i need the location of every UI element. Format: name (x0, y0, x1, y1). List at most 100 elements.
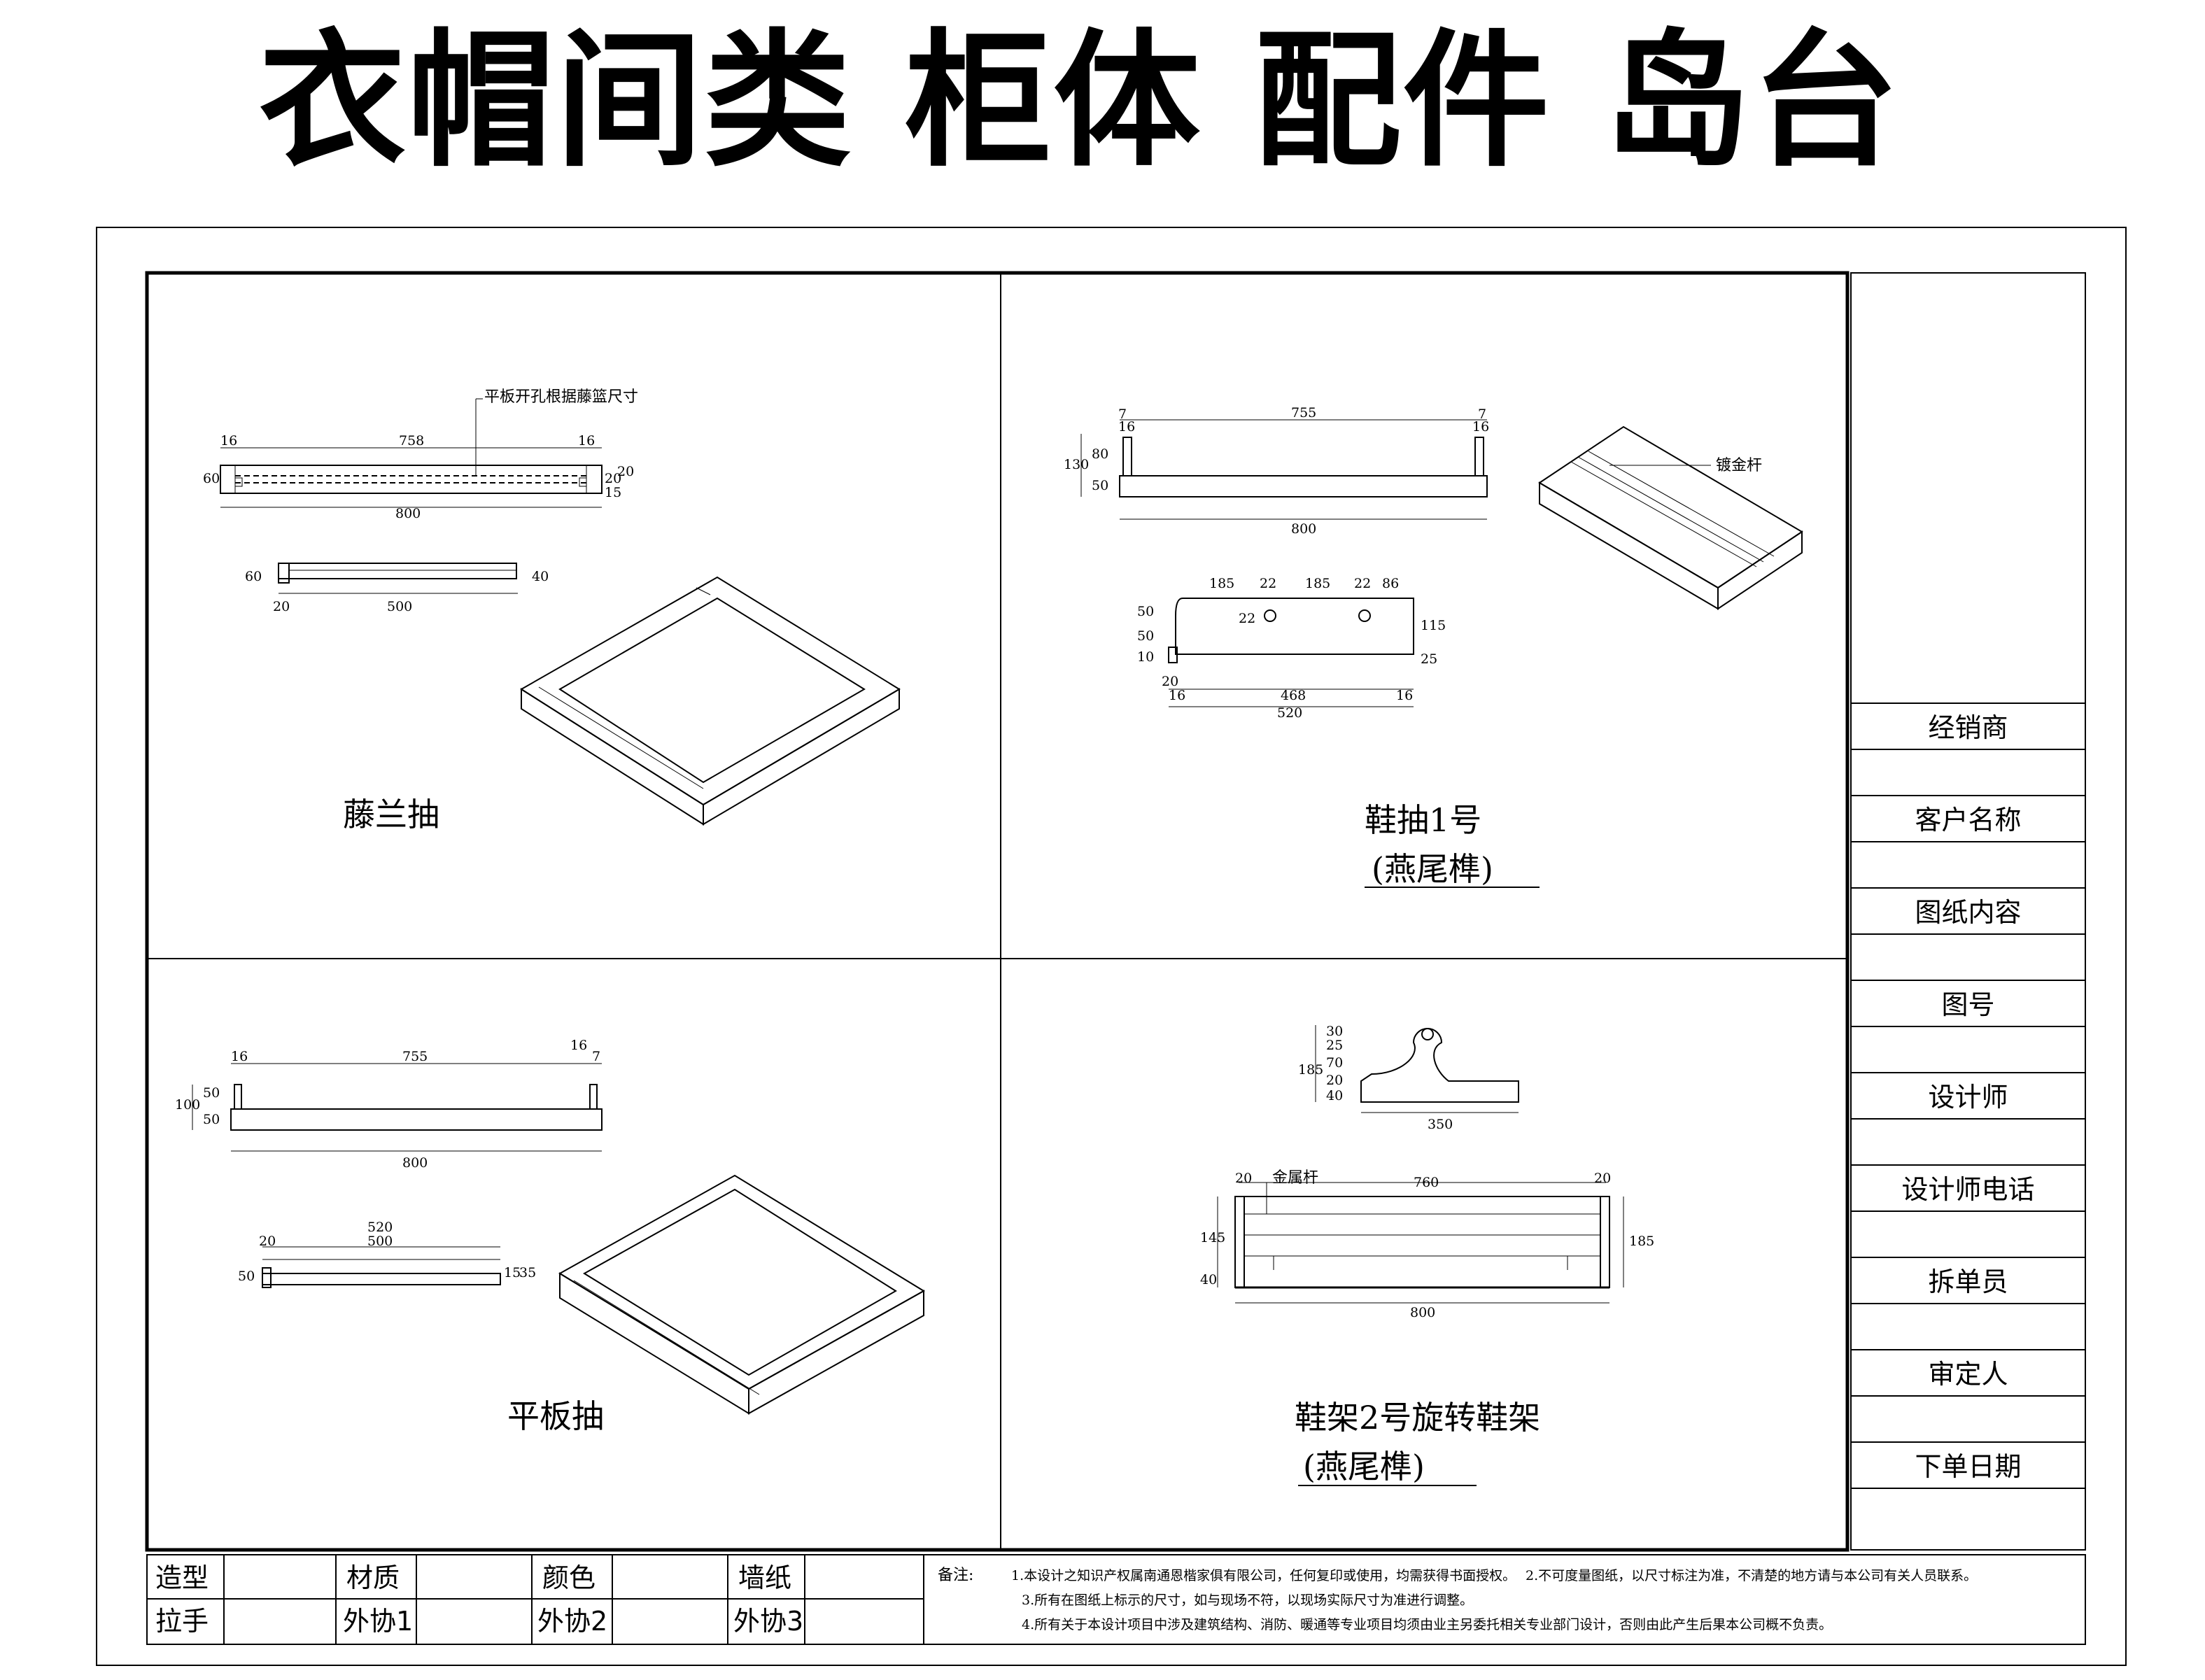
shoe1-dim: 22 (1260, 576, 1276, 591)
rattan-caption: 藤兰抽 (343, 796, 439, 833)
panel-flat-labels: 16 755 16 7 100 50 50 800 520 20 500 50 … (175, 1038, 604, 1435)
shoe1-dim: 7 (1118, 407, 1127, 422)
table-cell: 墙纸 (738, 1562, 791, 1593)
rattan-dim: 40 (532, 569, 549, 584)
title-block-frame (1850, 272, 2086, 1551)
title-block-field-label: 图号 (1941, 989, 1994, 1020)
shoe2-dim: 185 (1298, 1062, 1323, 1078)
table-cell: 造型 (155, 1562, 209, 1593)
shoe2-dim: 20 (1594, 1171, 1611, 1186)
shoe1-dim: 16 (1169, 688, 1185, 703)
shoe1-dim: 20 (1162, 674, 1178, 689)
shoe2-dim: 40 (1200, 1272, 1217, 1287)
rattan-dim: 16 (220, 433, 237, 449)
shoe1-subcaption: (燕尾榫) (1372, 850, 1493, 888)
notes: 备注: 1.本设计之知识产权属南通恩楷家俱有限公司，任何复印或使用，均需获得书面… (938, 1567, 1977, 1632)
rattan-dim: 20 (605, 471, 621, 486)
rattan-dim: 758 (399, 433, 424, 449)
shoe1-dim: 22 (1239, 611, 1255, 626)
shoe2-dim: 30 (1326, 1024, 1343, 1039)
table-cell: 外协1 (343, 1606, 413, 1637)
title-block-field-label: 下单日期 (1915, 1451, 2021, 1482)
table-cell: 外协2 (537, 1606, 607, 1637)
shoe2-dim: 145 (1200, 1230, 1225, 1245)
shoe2-dim: 185 (1629, 1234, 1654, 1249)
rattan-dim: 15 (605, 485, 621, 500)
table-cell: 拉手 (155, 1606, 209, 1637)
shoe2-rod-label: 金属杆 (1272, 1169, 1318, 1187)
drawing-frame (145, 271, 1850, 1552)
title-block-field-label: 审定人 (1928, 1359, 2008, 1390)
shoe2-dim: 20 (1235, 1171, 1252, 1186)
shoe1-dim: 16 (1118, 419, 1135, 435)
flat-dim: 7 (592, 1049, 600, 1064)
shoe2-dim: 760 (1414, 1175, 1439, 1190)
note-line: 3.所有在图纸上标示的尺寸，如与现场不符，以现场实际尺寸为准进行调整。 (1022, 1593, 1473, 1608)
rattan-dim: 20 (273, 599, 290, 614)
title-block-field-label: 拆单员 (1928, 1266, 2008, 1297)
flat-dim: 100 (175, 1097, 200, 1113)
shoe2-subcaption: (燕尾榫) (1303, 1448, 1425, 1485)
note-line: 2.不可度量图纸，以尺寸标注为准，不清楚的地方请与本公司有关人员联系。 (1526, 1568, 1977, 1583)
note-line: 4.所有关于本设计项目中涉及建筑结构、消防、暖通等专业项目均须由业主另委托相关专… (1022, 1617, 1832, 1632)
title-block-field-label: 客户名称 (1915, 805, 2021, 835)
shoe1-dim: 50 (1137, 628, 1154, 644)
shoe2-dim: 70 (1326, 1055, 1343, 1071)
title-block-field-label: 图纸内容 (1915, 897, 2021, 928)
shoe1-dim: 22 (1354, 576, 1371, 591)
flat-dim: 35 (519, 1265, 536, 1280)
note-line: 1.本设计之知识产权属南通恩楷家俱有限公司，任何复印或使用，均需获得书面授权。 (1011, 1568, 1516, 1583)
flat-dim: 755 (402, 1049, 428, 1064)
bottom-table-text: 造型 材质 颜色 墙纸 拉手 外协1 外协2 外协3 (155, 1562, 803, 1637)
rattan-dim: 800 (395, 506, 421, 521)
shoe1-dim: 800 (1291, 521, 1316, 537)
shoe1-dim: 25 (1421, 651, 1437, 667)
rattan-dim: 500 (387, 599, 412, 614)
shoe1-dim: 115 (1421, 618, 1446, 633)
table-cell: 外协3 (733, 1606, 803, 1637)
panel-shoe2-labels: 30 25 70 20 40 185 350 20 金属杆 760 20 145… (1200, 1024, 1654, 1485)
flat-caption: 平板抽 (507, 1397, 604, 1435)
rattan-note: 平板开孔根据藤篮尺寸 (484, 388, 638, 406)
shoe1-caption: 鞋抽1号 (1365, 801, 1481, 839)
page-title: 衣帽间类 柜体 配件 岛台 (259, 15, 1901, 187)
title-block (1851, 703, 2085, 1489)
shoe1-dim: 50 (1137, 604, 1154, 619)
table-cell: 颜色 (542, 1562, 596, 1593)
shoe1-dim: 755 (1291, 405, 1316, 421)
shoe2-caption: 鞋架2号旋转鞋架 (1295, 1399, 1540, 1437)
rattan-dim: 60 (245, 569, 262, 584)
flat-dim: 20 (259, 1234, 276, 1249)
shoe1-dim: 16 (1472, 419, 1489, 435)
flat-dim: 50 (203, 1112, 220, 1127)
sheet-border (96, 227, 2127, 1666)
flat-dim: 50 (203, 1085, 220, 1101)
panel-rattan-labels: 平板开孔根据藤篮尺寸 16 758 16 60 20 15 20 800 60 … (203, 388, 638, 833)
shoe2-dim: 20 (1326, 1073, 1343, 1088)
flat-dim: 520 (367, 1220, 393, 1235)
flat-dim: 500 (367, 1234, 393, 1249)
shoe1-rod-label: 镀金杆 (1716, 457, 1762, 474)
title-block-field-label: 经销商 (1928, 712, 2008, 743)
shoe2-dim: 800 (1410, 1305, 1435, 1320)
panel-flat-drawer (192, 1063, 925, 1415)
rattan-dim: 60 (203, 471, 220, 486)
rattan-dim: 20 (617, 464, 634, 479)
shoe1-dim: 468 (1281, 688, 1306, 703)
panel-shoe-drawer-1 (1080, 419, 1803, 888)
shoe1-dim: 185 (1305, 576, 1330, 591)
shoe1-dim: 86 (1382, 576, 1399, 591)
shoe1-dim: 50 (1092, 478, 1108, 493)
flat-dim: 800 (402, 1155, 428, 1171)
title-block-field-label: 设计师 (1928, 1082, 2008, 1113)
shoe1-dim: 130 (1064, 457, 1089, 472)
shoe1-dim: 185 (1209, 576, 1234, 591)
shoe1-dim: 80 (1092, 446, 1108, 462)
shoe1-dim: 10 (1137, 649, 1154, 665)
rattan-elevation (220, 465, 603, 494)
shoe1-dim: 16 (1396, 688, 1413, 703)
title-block-field-label: 设计师电话 (1901, 1174, 2034, 1205)
panel-rattan-drawer (220, 398, 901, 826)
shoe1-dim: 520 (1277, 705, 1302, 721)
